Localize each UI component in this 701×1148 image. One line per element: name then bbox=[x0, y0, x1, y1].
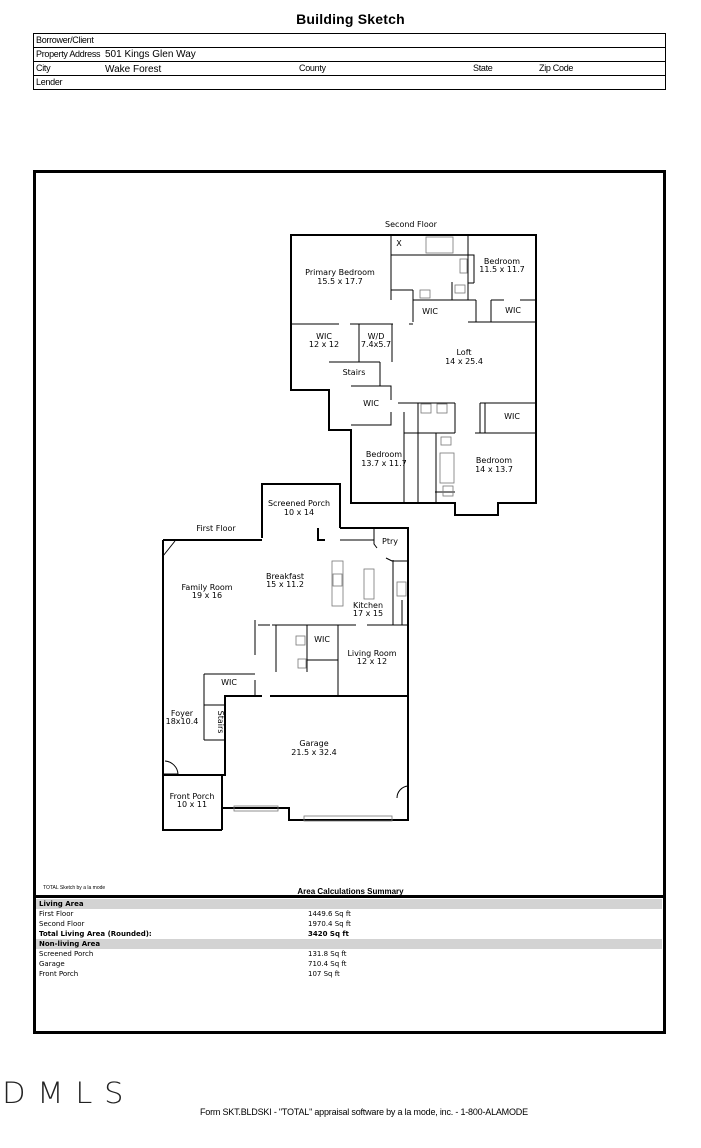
room-wic: WIC bbox=[221, 678, 237, 687]
summary-label: Non-living Area bbox=[39, 940, 101, 948]
address-value: 501 Kings Glen Way bbox=[105, 49, 196, 60]
summary-label: Screened Porch bbox=[39, 950, 94, 958]
room-kitchen-dims: 17 x 15 bbox=[353, 609, 383, 618]
room-foyer-dims: 18x10.4 bbox=[166, 717, 199, 726]
summary-label: Garage bbox=[39, 960, 65, 968]
room-front-porch-dims: 10 x 11 bbox=[177, 800, 207, 809]
room-garage: Garage bbox=[299, 739, 328, 748]
room-breakfast: Breakfast bbox=[266, 572, 304, 581]
room-wic: WIC bbox=[314, 635, 330, 644]
room-bedroom-dims: 13.7 x 11.7 bbox=[361, 459, 406, 468]
summary-value: 1449.6 Sq ft bbox=[308, 910, 351, 918]
borrower-row: Borrower/Client bbox=[34, 34, 665, 48]
summary-row: Screened Porch 131.8 Sq ft bbox=[36, 949, 662, 959]
county-label: County bbox=[299, 63, 326, 73]
first-floor-label: First Floor bbox=[196, 524, 236, 533]
second-floor-interior-walls bbox=[291, 235, 536, 503]
room-pantry: Ptry bbox=[382, 537, 398, 546]
room-loft: Loft bbox=[456, 348, 471, 357]
room-wic: WIC bbox=[422, 307, 438, 316]
room-family-room-dims: 19 x 16 bbox=[192, 591, 222, 600]
summary-value: 3420 Sq ft bbox=[308, 930, 349, 938]
summary-value: 131.8 Sq ft bbox=[308, 950, 347, 958]
summary-divider bbox=[33, 895, 666, 898]
state-label: State bbox=[473, 63, 493, 73]
sketch-frame bbox=[33, 170, 666, 1034]
summary-label: Second Floor bbox=[39, 920, 85, 928]
room-bedroom: Bedroom bbox=[476, 456, 512, 465]
room-bedroom-dims: 14 x 13.7 bbox=[475, 465, 513, 474]
room-wic-dims: 12 x 12 bbox=[309, 340, 339, 349]
summary-row: Second Floor 1970.4 Sq ft bbox=[36, 919, 662, 929]
room-wic: WIC bbox=[505, 306, 521, 315]
dmls-logo: D M L S bbox=[2, 1076, 125, 1110]
room-bedroom: Bedroom bbox=[366, 450, 402, 459]
room-kitchen: Kitchen bbox=[353, 601, 383, 610]
summary-row: Total Living Area (Rounded): 3420 Sq ft bbox=[36, 929, 662, 939]
room-bedroom: Bedroom bbox=[484, 257, 520, 266]
room-garage-dims: 21.5 x 32.4 bbox=[291, 748, 336, 757]
room-living-room-dims: 12 x 12 bbox=[357, 657, 387, 666]
address-row: Property Address 501 Kings Glen Way bbox=[34, 48, 665, 62]
room-front-porch: Front Porch bbox=[170, 792, 215, 801]
summary-section-header: Non-living Area bbox=[36, 939, 662, 949]
first-floor-interior-walls bbox=[162, 528, 409, 799]
lender-label: Lender bbox=[36, 77, 63, 87]
property-header-table: Borrower/Client Property Address 501 Kin… bbox=[33, 33, 666, 90]
room-screened-porch: Screened Porch bbox=[268, 499, 330, 508]
room-screened-porch-dims: 10 x 14 bbox=[284, 508, 314, 517]
summary-title: Area Calculations Summary bbox=[297, 887, 404, 896]
room-stairs: Stairs bbox=[343, 368, 366, 377]
room-wic: WIC bbox=[316, 332, 332, 341]
room-family-room: Family Room bbox=[181, 583, 232, 592]
summary-label: First Floor bbox=[39, 910, 74, 918]
summary-label: Total Living Area (Rounded): bbox=[39, 930, 152, 938]
room-primary-bedroom: Primary Bedroom bbox=[305, 268, 375, 277]
room-wic: WIC bbox=[363, 399, 379, 408]
second-floor-label: Second Floor bbox=[385, 220, 438, 229]
summary-row: Garage 710.4 Sq ft bbox=[36, 959, 662, 969]
summary-label: Living Area bbox=[39, 900, 84, 908]
borrower-label: Borrower/Client bbox=[36, 35, 94, 45]
summary-row: Front Porch 107 Sq ft bbox=[36, 969, 662, 979]
room-wd: W/D bbox=[368, 332, 385, 341]
front-porch-wall bbox=[163, 695, 408, 830]
room-wic: WIC bbox=[504, 412, 520, 421]
summary-value: 710.4 Sq ft bbox=[308, 960, 347, 968]
summary-section-header: Living Area bbox=[36, 899, 662, 909]
summary-value: 107 Sq ft bbox=[308, 970, 340, 978]
second-floor-outer-wall bbox=[290, 234, 537, 516]
second-floor-fixtures bbox=[419, 236, 468, 497]
room-bedroom-dims: 11.5 x 11.7 bbox=[479, 265, 524, 274]
room-loft-dims: 14 x 25.4 bbox=[445, 357, 483, 366]
room-foyer: Foyer bbox=[171, 709, 194, 718]
form-footer: Form SKT.BLDSKI - "TOTAL" appraisal soft… bbox=[200, 1107, 528, 1117]
sketch-credit: TOTAL Sketch by a la mode bbox=[43, 885, 106, 891]
first-floor-outer-wall bbox=[162, 527, 409, 831]
room-breakfast-dims: 15 x 11.2 bbox=[266, 580, 304, 589]
summary-row: First Floor 1449.6 Sq ft bbox=[36, 909, 662, 919]
address-label: Property Address bbox=[36, 49, 101, 59]
first-floor-fixtures bbox=[233, 560, 407, 822]
city-value: Wake Forest bbox=[105, 64, 162, 75]
page-title: Building Sketch bbox=[296, 11, 405, 27]
screened-porch-wall bbox=[261, 483, 341, 538]
city-row: City Wake Forest County State Zip Code bbox=[34, 62, 665, 76]
city-label: City bbox=[36, 63, 51, 73]
room-living-room: Living Room bbox=[347, 649, 396, 658]
room-wd-dims: 7.4x5.7 bbox=[361, 340, 391, 349]
summary-value: 1970.4 Sq ft bbox=[308, 920, 351, 928]
room-stairs: Stairs bbox=[216, 711, 225, 734]
room-primary-bedroom-dims: 15.5 x 17.7 bbox=[317, 277, 362, 286]
fixture-mark: X bbox=[396, 239, 402, 248]
summary-label: Front Porch bbox=[39, 970, 79, 978]
lender-row: Lender bbox=[34, 76, 665, 89]
zip-label: Zip Code bbox=[539, 63, 574, 73]
